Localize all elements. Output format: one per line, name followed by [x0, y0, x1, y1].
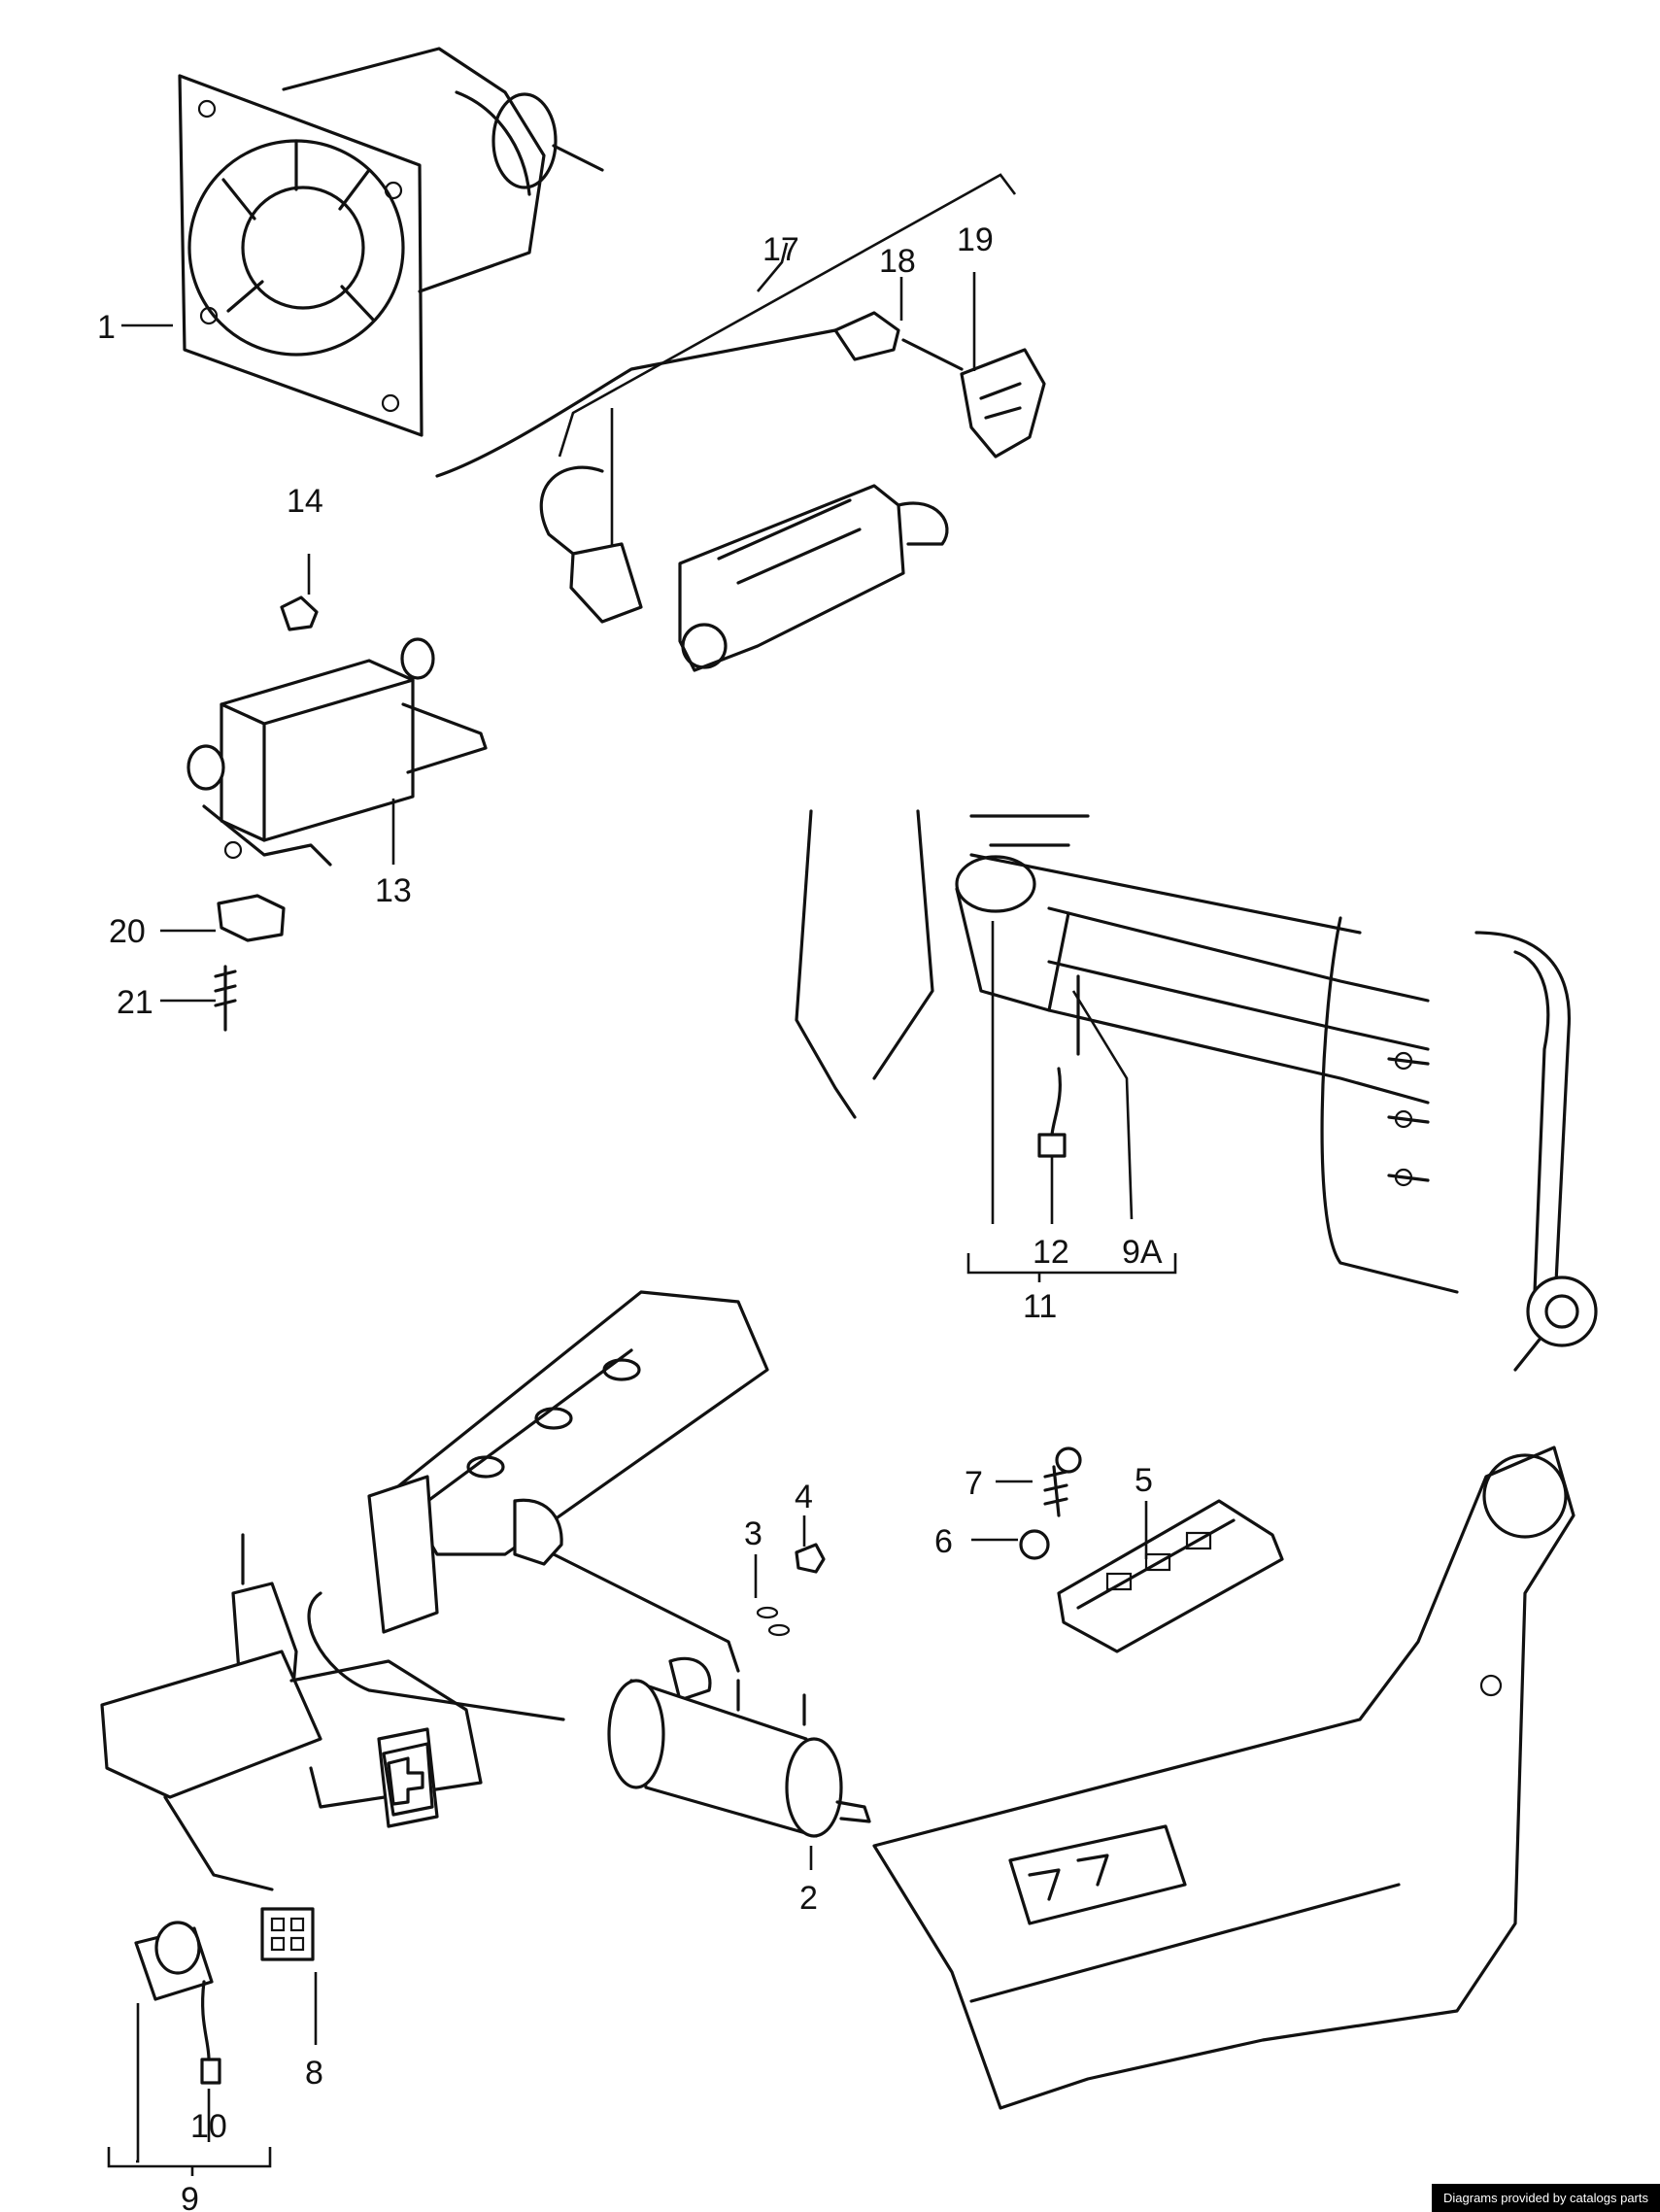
callout-18: 18: [879, 243, 916, 280]
callout-3: 3: [744, 1515, 762, 1552]
callout-8: 8: [305, 2055, 323, 2092]
leader-lines: [107, 173, 1177, 2176]
part-control-unit: [186, 596, 488, 1032]
part-switch-panel: [1019, 1446, 1284, 1653]
part-drive-motor: [607, 1543, 871, 1838]
part-side-trim-panel: [872, 1446, 1575, 2110]
callout-20: 20: [109, 913, 146, 950]
callout-7: 7: [965, 1465, 983, 1502]
callout-19: 19: [957, 221, 994, 258]
callout-1: 1: [97, 309, 116, 346]
footer-credit: Diagrams provided by catalogs parts: [1432, 2184, 1660, 2212]
callout-6: 6: [934, 1523, 953, 1560]
callout-10: 10: [190, 2108, 227, 2145]
callout-2: 2: [799, 1880, 818, 1917]
part-seat-rail-assembly: [100, 1290, 769, 1891]
part-connectors: [134, 1907, 315, 2085]
callout-9A: 9A: [1122, 1234, 1163, 1271]
part-seat-back-frame: [795, 809, 1598, 1372]
callout-4: 4: [795, 1479, 813, 1515]
callout-11: 11: [1023, 1288, 1057, 1325]
callout-9: 9: [181, 2181, 199, 2212]
callout-12: 12: [1033, 1234, 1069, 1271]
callout-14: 14: [287, 483, 323, 520]
callout-21: 21: [117, 984, 153, 1021]
part-lock-actuator: [435, 311, 1046, 672]
callout-13: 13: [375, 872, 412, 909]
callout-labels: 1 14 13 20 21 17 18 19 12 9A 11 7 5 6 3 …: [97, 221, 1163, 2212]
part-blower-motor: [178, 47, 604, 437]
callout-17: 17: [762, 231, 799, 268]
callout-5: 5: [1135, 1462, 1153, 1499]
